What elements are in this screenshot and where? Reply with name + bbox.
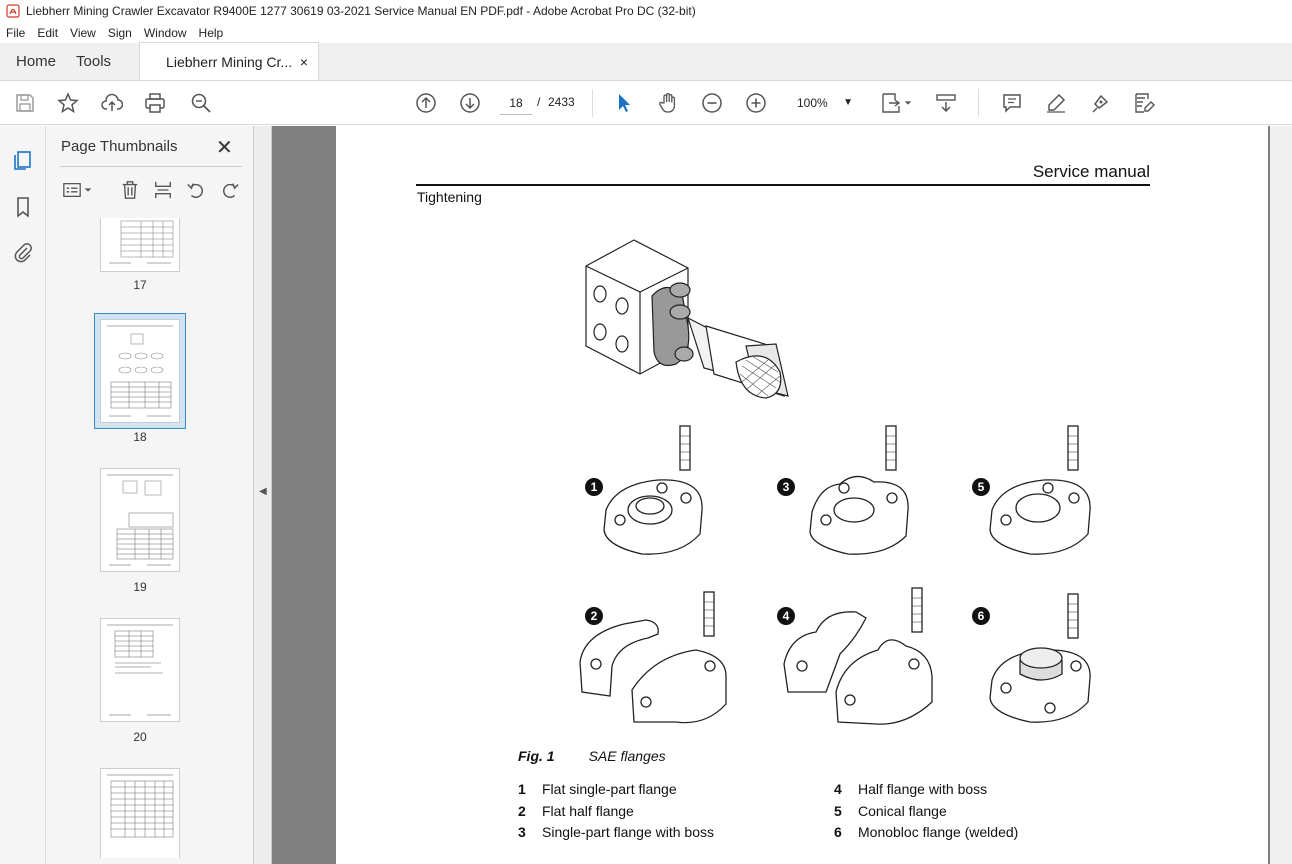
panel-toolbar <box>60 176 242 204</box>
thumbnail-page-number: 17 <box>133 278 147 292</box>
insert-page-icon[interactable] <box>151 178 175 202</box>
toolbar: 18 / 2433 100% ▼ <box>0 81 1292 125</box>
panel-collapse-handle[interactable]: ◀ <box>254 126 272 864</box>
tab-bar: Home Tools Liebherr Mining Cr... × <box>0 42 1292 81</box>
comment-icon[interactable] <box>1000 91 1024 115</box>
menu-edit[interactable]: Edit <box>37 25 59 40</box>
edit-document-icon[interactable] <box>1132 91 1156 115</box>
select-cursor-icon[interactable] <box>612 91 636 115</box>
zoom-in-icon[interactable] <box>744 91 768 115</box>
tab-home[interactable]: Home <box>16 53 57 70</box>
zoom-level-dropdown[interactable]: 100% ▼ <box>787 91 857 115</box>
menu-bar: File Edit View Sign Window Help <box>0 22 1292 43</box>
page-thumbnail-selected[interactable] <box>100 319 180 423</box>
document-page: Service manual Tightening <box>336 126 1268 864</box>
close-panel-icon[interactable]: ✕ <box>216 137 233 159</box>
page-header: Service manual <box>1032 162 1150 181</box>
tab-document[interactable]: Liebherr Mining Cr... × <box>139 42 320 80</box>
figure-marker: 3 <box>777 478 795 496</box>
menu-file[interactable]: File <box>6 25 26 40</box>
total-pages: 2433 <box>548 95 575 109</box>
menu-help[interactable]: Help <box>198 25 224 40</box>
figure-marker: 1 <box>585 478 603 496</box>
navigation-rail <box>0 126 46 864</box>
page-thumbnail[interactable] <box>100 218 180 272</box>
document-scrollbar[interactable] <box>1270 126 1292 864</box>
thumbnail-page-number: 19 <box>133 580 147 594</box>
section-title: Tightening <box>417 189 482 205</box>
scrolling-mode-icon[interactable] <box>934 91 958 115</box>
hand-tool-icon[interactable] <box>656 91 680 115</box>
delete-trash-icon[interactable] <box>118 178 142 202</box>
sae-flanges-illustration <box>579 239 1091 725</box>
rotate-counterclockwise-icon[interactable] <box>184 178 208 202</box>
rotate-clockwise-icon[interactable] <box>218 178 242 202</box>
thumbnail-page-number: 20 <box>133 730 147 744</box>
save-icon[interactable] <box>13 91 37 115</box>
figure-marker: 2 <box>585 607 603 625</box>
bookmark-star-icon[interactable] <box>56 91 80 115</box>
figure-marker: 4 <box>777 607 795 625</box>
tab-document-title: Liebherr Mining Cr... <box>166 53 293 70</box>
page-separator: / <box>537 95 541 109</box>
page-thumbnail[interactable] <box>100 768 180 858</box>
panel-title: Page Thumbnails <box>61 138 178 155</box>
thumbnail-list: 17 18 <box>60 218 232 858</box>
previous-page-icon[interactable] <box>414 91 438 115</box>
highlight-pen-icon[interactable] <box>1044 91 1068 115</box>
page-thumbnails-panel: Page Thumbnails ✕ <box>46 126 290 864</box>
thumbnail-page-number: 18 <box>133 430 147 444</box>
zoom-search-icon[interactable] <box>189 91 213 115</box>
acrobat-icon <box>6 4 20 18</box>
title-bar: Liebherr Mining Crawler Excavator R9400E… <box>0 0 1292 22</box>
toolbar-divider <box>592 89 593 117</box>
toolbar-divider <box>978 89 979 117</box>
chevron-down-icon[interactable] <box>902 91 914 115</box>
attachments-paperclip-icon[interactable] <box>11 240 35 264</box>
page-number-input[interactable]: 18 <box>500 91 532 115</box>
menu-view[interactable]: View <box>70 25 96 40</box>
menu-sign[interactable]: Sign <box>107 25 132 40</box>
figure-marker: 6 <box>972 607 990 625</box>
tab-tools[interactable]: Tools <box>76 53 112 70</box>
figure-caption: Fig. 1 SAE flanges <box>518 748 666 764</box>
chevron-left-icon: ◀ <box>259 486 267 497</box>
zoom-level-value: 100% <box>797 96 828 110</box>
chevron-down-icon: ▼ <box>843 97 853 108</box>
figure-marker: 5 <box>972 478 990 496</box>
chevron-down-icon[interactable] <box>82 178 94 202</box>
page-fit-icon[interactable] <box>879 91 903 115</box>
sign-pen-icon[interactable] <box>1088 91 1112 115</box>
figure-title: SAE flanges <box>588 748 666 764</box>
panel-divider <box>60 166 242 167</box>
upload-cloud-icon[interactable] <box>100 91 124 115</box>
window-title: Liebherr Mining Crawler Excavator R9400E… <box>26 4 696 18</box>
header-rule <box>416 184 1150 186</box>
thumbnail-options-icon[interactable] <box>60 178 84 202</box>
page-thumbnail[interactable] <box>100 468 180 572</box>
page-thumbnail[interactable] <box>100 618 180 722</box>
close-tab-icon[interactable]: × <box>299 53 309 70</box>
menu-window[interactable]: Window <box>143 25 187 40</box>
bookmarks-icon[interactable] <box>11 195 35 219</box>
page-thumbnails-icon[interactable] <box>11 148 35 172</box>
print-icon[interactable] <box>143 91 167 115</box>
next-page-icon[interactable] <box>458 91 482 115</box>
figure-label: Fig. 1 <box>518 748 555 764</box>
document-viewport[interactable]: Service manual Tightening <box>272 126 1292 864</box>
zoom-out-icon[interactable] <box>700 91 724 115</box>
